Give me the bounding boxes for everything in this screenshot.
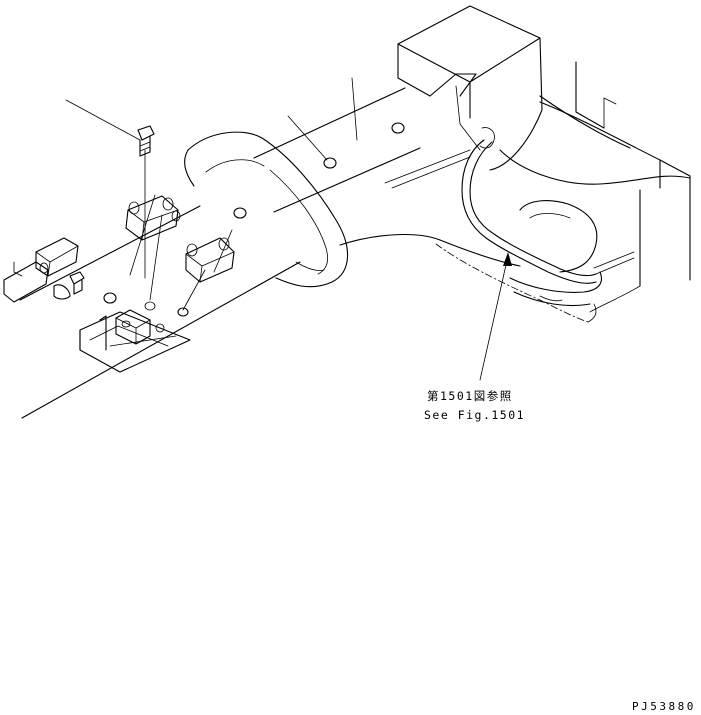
hose-joint-upper (125, 195, 181, 241)
small-bolt (53, 271, 85, 300)
mounting-bolt (137, 125, 155, 157)
differential-housing (397, 5, 691, 313)
hose-end-fitting (3, 237, 79, 303)
figure-reference-jp: 第1501図参照 (427, 389, 513, 403)
rear-bracket (539, 61, 631, 149)
axle-flange (184, 131, 349, 288)
figure-reference-en: See Fig.1501 (424, 408, 526, 422)
callout-leader-lines (65, 77, 358, 311)
reference-arrow (479, 252, 512, 381)
axle-housing (19, 87, 521, 419)
hose-routing (435, 127, 635, 323)
hose-joint-lower (185, 237, 235, 283)
mounting-bracket (79, 301, 191, 373)
clip-parts (103, 122, 405, 317)
drawing-code: PJ53880 (632, 700, 696, 713)
